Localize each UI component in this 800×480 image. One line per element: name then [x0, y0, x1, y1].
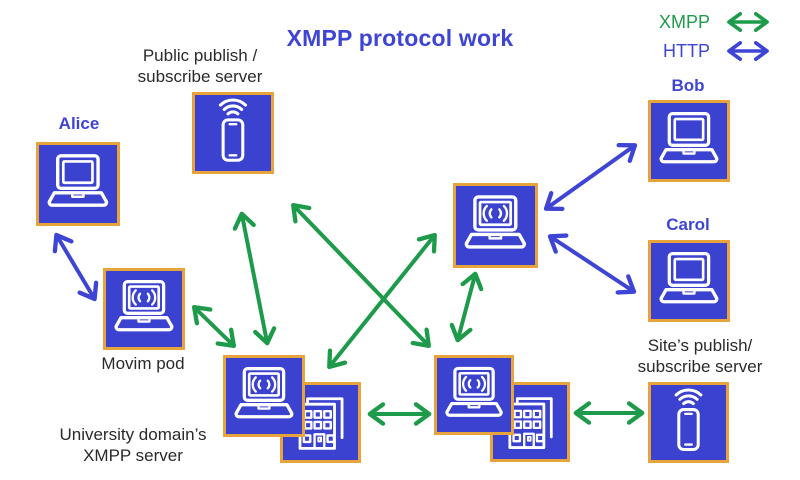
node-second-xmpp-server-laptop-wifi — [434, 355, 514, 435]
node-alice — [36, 142, 120, 226]
label-carol: Carol — [666, 215, 710, 234]
node-carol — [648, 240, 730, 322]
arrow-public-pubsub-server-university-xmpp-server-xmpp — [232, 211, 277, 346]
node-university-xmpp-server-laptop-wifi — [223, 355, 305, 437]
legend-item-xmpp: XMPP — [659, 9, 776, 35]
label-public-pubsub-server: Public publish /subscribe server — [137, 46, 263, 86]
arrow-central-hub-bob-http — [543, 142, 638, 212]
laptop-wifi-icon — [229, 361, 299, 431]
legend-label-xmpp: XMPP — [658, 11, 710, 32]
arrow-central-hub-second-xmpp-server-xmpp — [449, 271, 484, 343]
arrow-alice-movim-pod-http — [52, 232, 99, 302]
label-bob: Bob — [671, 76, 705, 95]
laptop-icon — [654, 246, 724, 316]
arrow-public-pubsub-server-second-xmpp-server-xmpp — [291, 202, 431, 349]
laptop-icon — [654, 106, 724, 176]
laptop-wifi-icon — [440, 361, 508, 429]
laptop-icon — [42, 148, 114, 220]
node-public-pubsub-server — [192, 92, 274, 174]
node-site-pubsub-server — [648, 382, 729, 463]
arrow-university-xmpp-server-central-hub-xmpp — [327, 232, 437, 370]
label-site-pubsub-server: Site’s publish/subscribe server — [637, 336, 763, 376]
legend-item-http: HTTP — [659, 38, 776, 64]
legend-label-http: HTTP — [663, 40, 710, 61]
label-movim-pod: Movim pod — [101, 354, 185, 373]
node-central-hub — [453, 183, 538, 268]
laptop-wifi-icon — [109, 274, 179, 344]
laptop-wifi-icon — [459, 189, 532, 262]
arrow-central-hub-carol-http — [547, 233, 637, 295]
legend: XMPP HTTP — [659, 9, 776, 64]
label-alice: Alice — [58, 114, 100, 133]
xmpp-double-arrow-icon — [727, 12, 769, 32]
phone-icon — [198, 98, 268, 168]
diagram-title: XMPP protocol work — [286, 25, 514, 51]
arrow-movim-pod-university-xmpp-server-xmpp — [191, 305, 237, 348]
phone-icon — [654, 388, 723, 457]
node-movim-pod — [103, 268, 185, 350]
http-double-arrow-icon — [727, 41, 769, 61]
node-bob — [648, 100, 730, 182]
